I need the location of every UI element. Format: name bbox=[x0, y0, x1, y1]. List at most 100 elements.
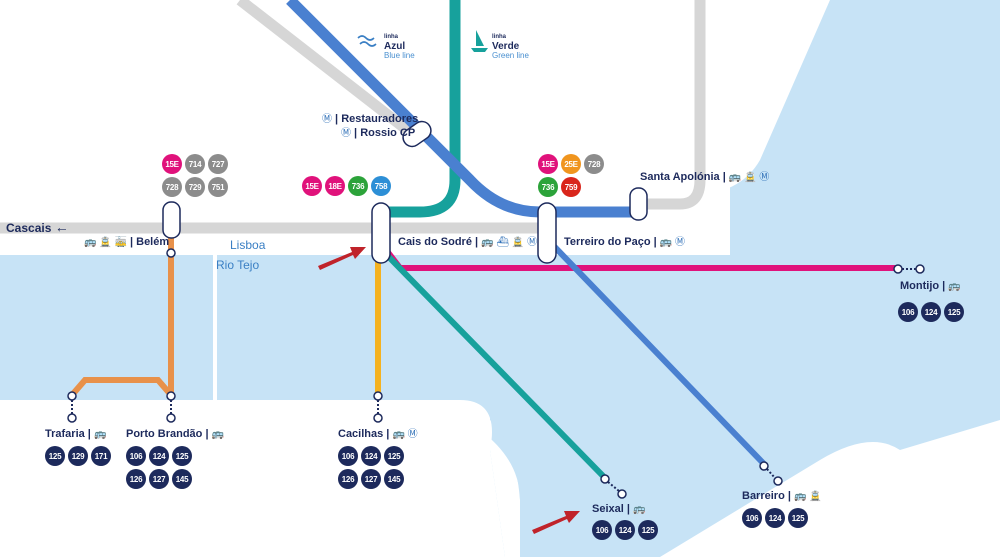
station-montijo[interactable]: Montijo | 🚌 bbox=[900, 280, 961, 292]
station-porto-brandao-label: Porto Brandão bbox=[126, 428, 203, 440]
route-badge: 127 bbox=[361, 469, 381, 489]
station-rossio[interactable]: Ⓜ | Rossio CP bbox=[341, 127, 416, 139]
pier bbox=[213, 255, 217, 400]
transport-icons: 🚌 🚊 bbox=[794, 491, 822, 502]
route-badge: 145 bbox=[172, 469, 192, 489]
route-badge: 106 bbox=[742, 508, 762, 528]
station-porto-brandao[interactable]: Porto Brandão | 🚌 bbox=[126, 428, 225, 440]
seixal-peninsula bbox=[480, 430, 530, 557]
route-badge: 729 bbox=[185, 177, 205, 197]
ferry-line-azul-brand: linha bbox=[384, 34, 399, 40]
transport-icons: 🚌 Ⓜ bbox=[659, 237, 686, 248]
sailboat-icon bbox=[471, 30, 488, 52]
metro-icon: Ⓜ bbox=[322, 114, 332, 125]
route-badge: 124 bbox=[361, 446, 381, 466]
route-badge: 106 bbox=[126, 446, 146, 466]
bus-icon: 🚌 bbox=[93, 429, 107, 440]
terreiro-station-marker bbox=[537, 202, 557, 264]
station-santa-apolonia[interactable]: Santa Apolónia | 🚌 🚊 Ⓜ bbox=[640, 171, 770, 183]
route-badge: 106 bbox=[592, 520, 612, 540]
ferry-line-verde-name: Verde bbox=[492, 41, 520, 52]
station-cacilhas-label: Cacilhas bbox=[338, 428, 384, 440]
route-badge: 126 bbox=[126, 469, 146, 489]
route-badge: 125 bbox=[638, 520, 658, 540]
station-cacilhas[interactable]: Cacilhas | 🚌 Ⓜ bbox=[338, 428, 418, 440]
ferry-line-verde-english: Green line bbox=[492, 51, 529, 60]
cais-station-marker bbox=[371, 202, 391, 264]
route-badge: 145 bbox=[384, 469, 404, 489]
route-badge: 125 bbox=[944, 302, 964, 322]
station-santa-apolonia-label: Santa Apolónia bbox=[640, 171, 720, 183]
station-restauradores-label: Restauradores bbox=[341, 113, 419, 125]
restauradores-station-marker bbox=[402, 120, 432, 148]
transport-icons: 🚌 ⛴ 🚊 Ⓜ bbox=[481, 237, 538, 248]
bus-icon: 🚌 bbox=[948, 281, 961, 292]
route-badge: 18E bbox=[325, 176, 345, 196]
bus-icon: 🚌 bbox=[211, 429, 225, 440]
station-cascais[interactable]: Cascais ← bbox=[6, 219, 69, 235]
transport-icons: 🚌 Ⓜ bbox=[392, 429, 418, 440]
route-badge: 127 bbox=[149, 469, 169, 489]
route-badge: 728 bbox=[584, 154, 604, 174]
pointer-arrow-cais bbox=[318, 247, 366, 270]
station-cascais-label: Cascais bbox=[6, 221, 52, 235]
ferry-line-azul: linha Azul Blue line bbox=[384, 33, 415, 60]
station-cais-do-sodre-label: Cais do Sodré bbox=[398, 236, 472, 248]
metro-icon: Ⓜ bbox=[341, 128, 351, 139]
route-badge: 125 bbox=[384, 446, 404, 466]
station-barreiro-label: Barreiro bbox=[742, 490, 785, 502]
orange-ferry-line bbox=[69, 232, 174, 397]
arrow-left-icon: ← bbox=[54, 219, 69, 235]
route-badge: 714 bbox=[185, 154, 205, 174]
route-badge: 758 bbox=[371, 176, 391, 196]
pointer-arrow-seixal bbox=[532, 511, 580, 534]
rail-line-grey-north bbox=[236, 0, 424, 145]
santa-apolonia-station-marker bbox=[629, 187, 648, 221]
station-trafaria[interactable]: Trafaria | 🚌 bbox=[45, 428, 107, 440]
station-seixal[interactable]: Seixal | 🚌 bbox=[592, 503, 646, 515]
teal-ferry-line bbox=[379, 247, 608, 481]
route-badge: 124 bbox=[921, 302, 941, 322]
route-badge: 15E bbox=[538, 154, 558, 174]
route-badge: 124 bbox=[765, 508, 785, 528]
station-restauradores[interactable]: Ⓜ | Restauradores bbox=[322, 113, 419, 125]
station-barreiro[interactable]: Barreiro | 🚌 🚊 bbox=[742, 490, 822, 502]
ferry-wave-icon bbox=[357, 35, 377, 47]
route-badge: 15E bbox=[302, 176, 322, 196]
transport-icons: 🚌 🚊 Ⓜ bbox=[728, 172, 770, 183]
bus-icon: 🚌 bbox=[633, 504, 646, 515]
ferry-line-azul-english: Blue line bbox=[384, 51, 415, 60]
route-badge: 15E bbox=[162, 154, 182, 174]
south-shore-land bbox=[0, 400, 505, 557]
route-badge: 25E bbox=[561, 154, 581, 174]
belem-station-marker bbox=[162, 201, 181, 239]
water-label-lisboa: Lisboa bbox=[230, 238, 266, 252]
route-badge: 751 bbox=[208, 177, 228, 197]
route-badge: 125 bbox=[45, 446, 65, 466]
station-cais-do-sodre[interactable]: Cais do Sodré | 🚌 ⛴ 🚊 Ⓜ bbox=[398, 236, 538, 248]
route-badge: 736 bbox=[538, 177, 558, 197]
route-badge: 126 bbox=[338, 469, 358, 489]
station-terreiro-do-paco[interactable]: Terreiro do Paço | 🚌 Ⓜ bbox=[564, 236, 686, 248]
route-badge: 736 bbox=[348, 176, 368, 196]
route-badge: 125 bbox=[172, 446, 192, 466]
route-badge: 129 bbox=[68, 446, 88, 466]
station-belem[interactable]: 🚌 🚊 🚋 | Belém bbox=[84, 236, 170, 248]
water-label-rio-tejo: Rio Tejo bbox=[216, 258, 260, 272]
station-terreiro-do-paco-label: Terreiro do Paço bbox=[564, 236, 651, 248]
bus-tram-icons: 🚌 🚊 🚋 bbox=[84, 237, 127, 248]
station-belem-label: Belém bbox=[136, 236, 170, 248]
route-badge: 171 bbox=[91, 446, 111, 466]
blue-ferry-line bbox=[545, 237, 768, 468]
rail-line-grey-santa-apolonia bbox=[640, 0, 706, 210]
station-rossio-label: Rossio CP bbox=[360, 127, 416, 139]
